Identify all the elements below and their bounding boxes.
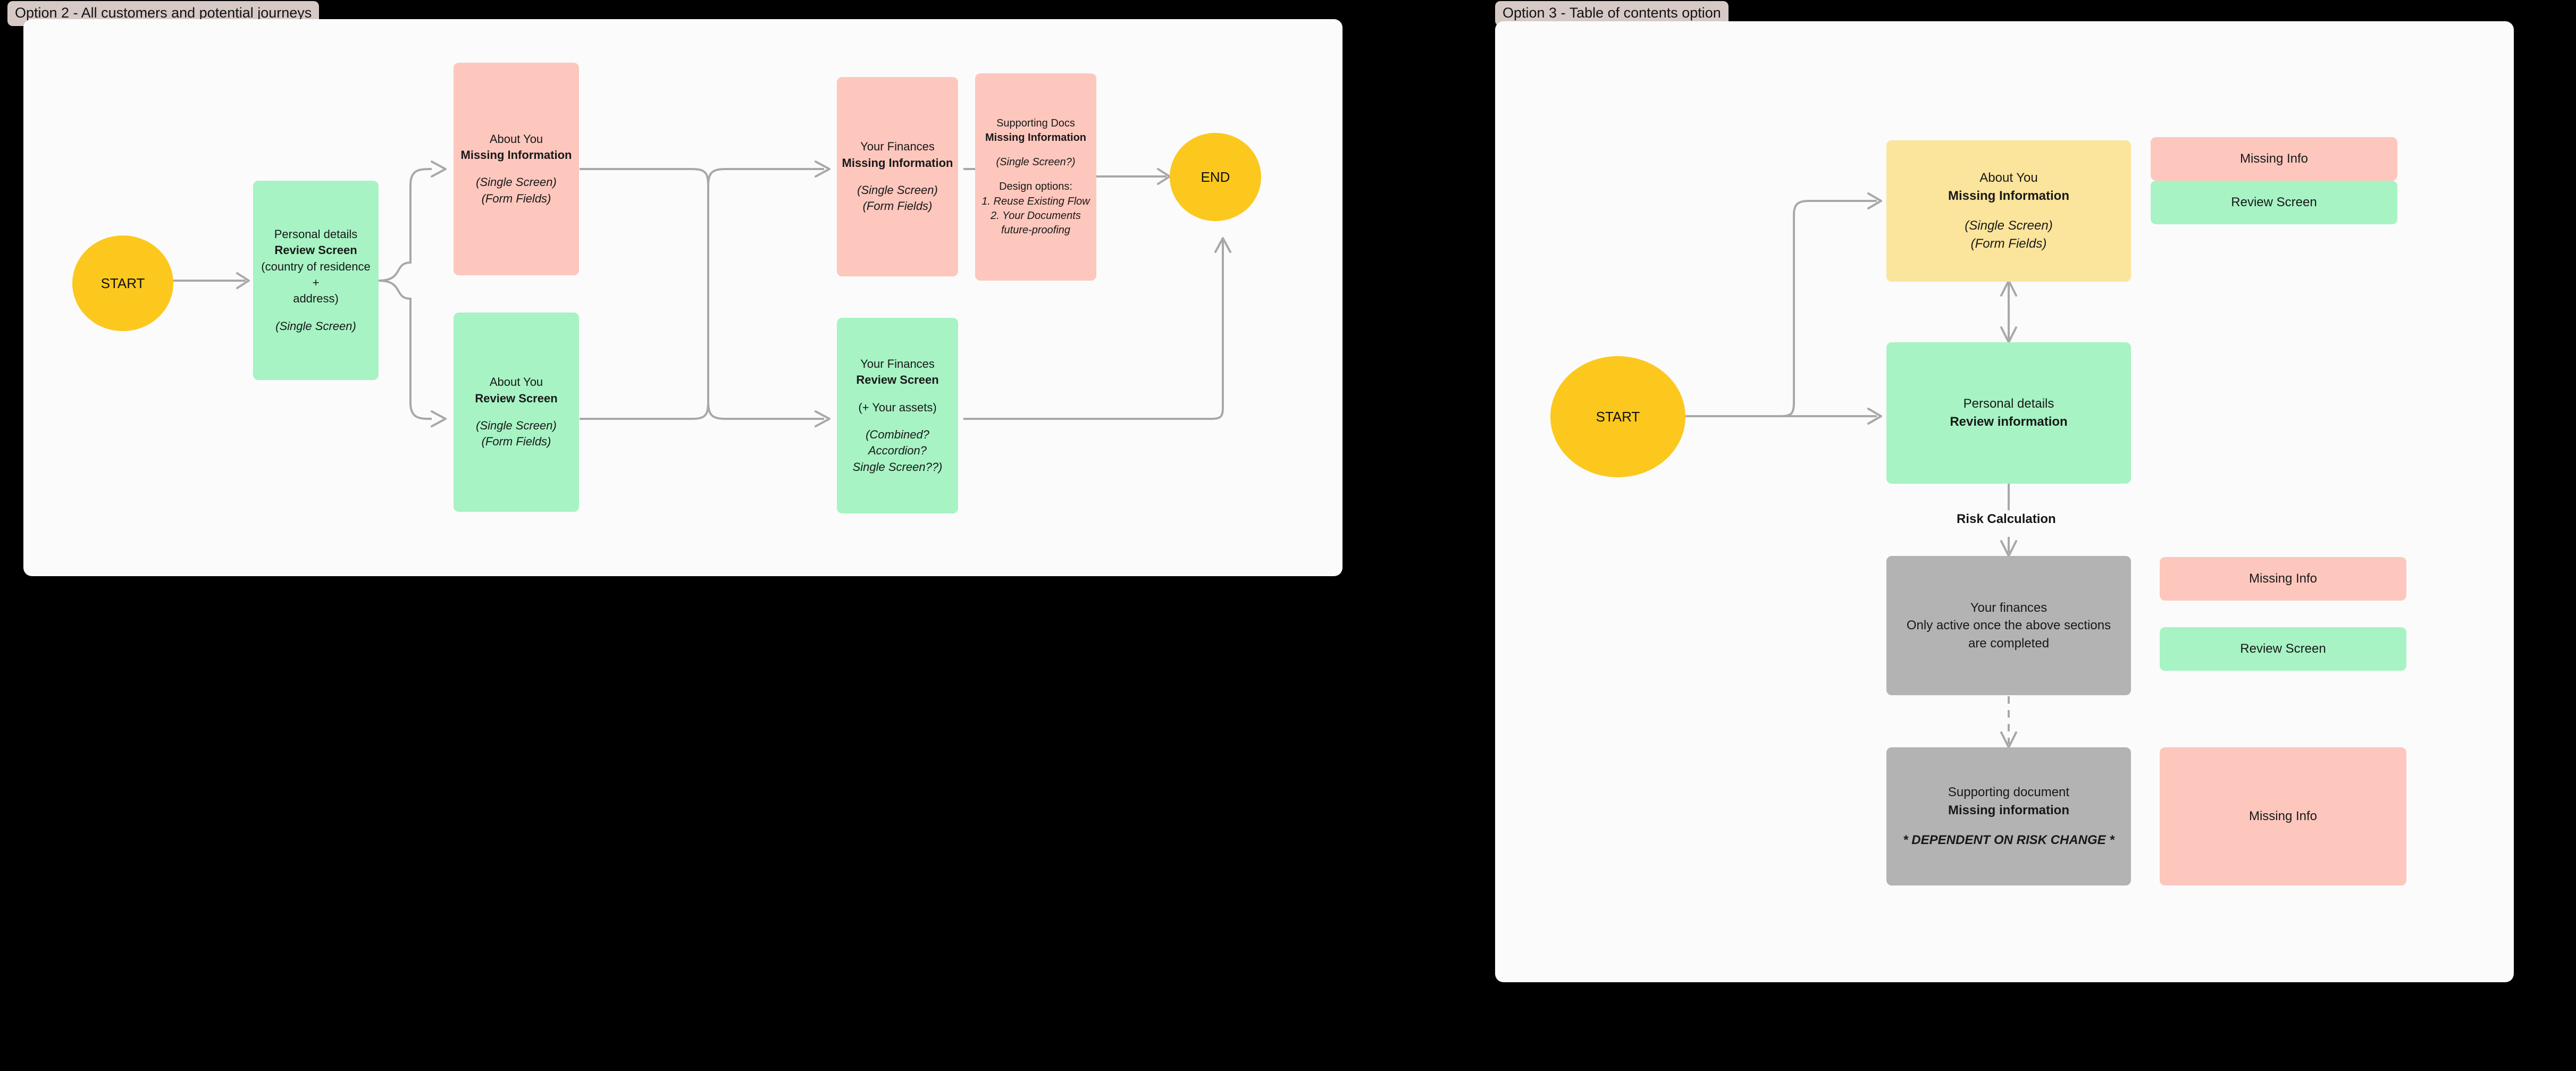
o3-about-you-line2: Missing Information — [1948, 189, 2069, 203]
o3-your-finances-line2: Only active once the above sections — [1906, 618, 2111, 633]
option3-about-you-node[interactable]: About You Missing Information (Single Sc… — [1886, 140, 2131, 282]
personal-details-line4: address) — [293, 292, 339, 306]
finances-review-line2: Review Screen — [856, 373, 939, 387]
about-you-missing-line4: (Form Fields) — [481, 191, 551, 205]
finances-missing-line1: Your Finances — [860, 140, 935, 154]
o3-about-you-line4: (Form Fields) — [1970, 236, 2047, 251]
finances-missing-line2: Missing Information — [842, 156, 953, 170]
personal-details-line3: (country of residence + — [261, 259, 371, 290]
option2-finances-missing-node[interactable]: Your Finances Missing Information (Singl… — [837, 77, 958, 276]
about-you-review-line1: About You — [489, 375, 543, 389]
option2-start-label: START — [100, 275, 145, 291]
supporting-docs-line7: future-proofing — [1001, 224, 1071, 236]
o3-supporting-doc-line2: Missing information — [1948, 803, 2069, 817]
o3-your-finances-line3: are completed — [1968, 636, 2050, 651]
o3-missing-info-label-3: Missing Info — [2248, 809, 2318, 823]
about-you-review-line2: Review Screen — [475, 391, 558, 405]
o3-missing-info-label-1: Missing Info — [2239, 151, 2309, 166]
about-you-review-line3: (Single Screen) — [476, 418, 557, 432]
supporting-docs-line5: 1. Reuse Existing Flow — [981, 195, 1090, 207]
option2-supporting-docs-node[interactable]: Supporting Docs Missing Information (Sin… — [975, 73, 1096, 281]
about-you-missing-line3: (Single Screen) — [476, 175, 557, 189]
option3-supporting-document-node[interactable]: Supporting document Missing information … — [1886, 747, 2131, 886]
option2-about-you-review-node[interactable]: About You Review Screen (Single Screen) … — [454, 313, 579, 512]
option2-start-node[interactable]: START — [72, 235, 173, 331]
o3-personal-details-line2: Review information — [1950, 415, 2068, 429]
o3-about-you-line3: (Single Screen) — [1965, 218, 2053, 233]
option3-finances-missing-info-chip[interactable]: Missing Info — [2160, 557, 2406, 601]
option3-start-node[interactable]: START — [1550, 356, 1685, 477]
finances-review-line1: Your Finances — [860, 357, 935, 371]
o3-missing-info-label-2: Missing Info — [2248, 571, 2318, 586]
finances-review-line5: Accordion? — [868, 444, 927, 458]
option2-about-you-missing-node[interactable]: About You Missing Information (Single Sc… — [454, 63, 579, 275]
o3-review-screen-label-1: Review Screen — [2231, 195, 2317, 209]
o3-supporting-doc-line1: Supporting document — [1948, 785, 2070, 800]
finances-review-line4: (Combined? — [866, 427, 929, 441]
o3-supporting-doc-line3: * DEPENDENT ON RISK CHANGE * — [1903, 833, 2114, 848]
option3-personal-details-node[interactable]: Personal details Review information — [1886, 342, 2131, 484]
supporting-docs-line2: Missing Information — [985, 132, 1086, 144]
finances-missing-line3: (Single Screen) — [857, 183, 938, 197]
o3-about-you-line1: About You — [1979, 171, 2038, 185]
option3-finances-review-chip[interactable]: Review Screen — [2160, 627, 2406, 671]
option2-end-node[interactable]: END — [1170, 133, 1261, 221]
option2-personal-details-node[interactable]: Personal details Review Screen (country … — [253, 181, 379, 380]
option3-about-you-missing-info-chip[interactable]: Missing Info — [2151, 137, 2397, 181]
o3-personal-details-line1: Personal details — [1963, 397, 2054, 411]
finances-missing-line4: (Form Fields) — [862, 199, 933, 213]
option3-supporting-missing-info-chip[interactable]: Missing Info — [2160, 747, 2406, 886]
option3-risk-calculation-label: Risk Calculation — [1957, 512, 2056, 526]
about-you-missing-line1: About You — [489, 132, 543, 146]
option2-end-label: END — [1201, 168, 1230, 185]
supporting-docs-line3: (Single Screen?) — [996, 156, 1076, 168]
option3-about-you-review-chip[interactable]: Review Screen — [2151, 181, 2397, 224]
o3-your-finances-line1: Your finances — [1970, 600, 2048, 615]
supporting-docs-line1: Supporting Docs — [996, 117, 1075, 129]
option2-finances-review-node[interactable]: Your Finances Review Screen (+ Your asse… — [837, 318, 958, 513]
about-you-missing-line2: Missing Information — [460, 148, 572, 162]
personal-details-line1: Personal details — [274, 227, 358, 241]
supporting-docs-line4: Design options: — [999, 181, 1072, 193]
option3-your-finances-node[interactable]: Your finances Only active once the above… — [1886, 556, 2131, 695]
about-you-review-line4: (Form Fields) — [481, 435, 551, 449]
option3-start-label: START — [1596, 408, 1640, 425]
finances-review-line6: Single Screen??) — [852, 460, 943, 474]
personal-details-line5: (Single Screen) — [275, 319, 356, 333]
supporting-docs-line6: 2. Your Documents — [991, 209, 1081, 222]
frame-option-2 — [23, 19, 1342, 576]
personal-details-line2: Review Screen — [274, 243, 357, 257]
finances-review-line3: (+ Your assets) — [858, 400, 937, 414]
o3-review-screen-label-2: Review Screen — [2240, 642, 2326, 656]
